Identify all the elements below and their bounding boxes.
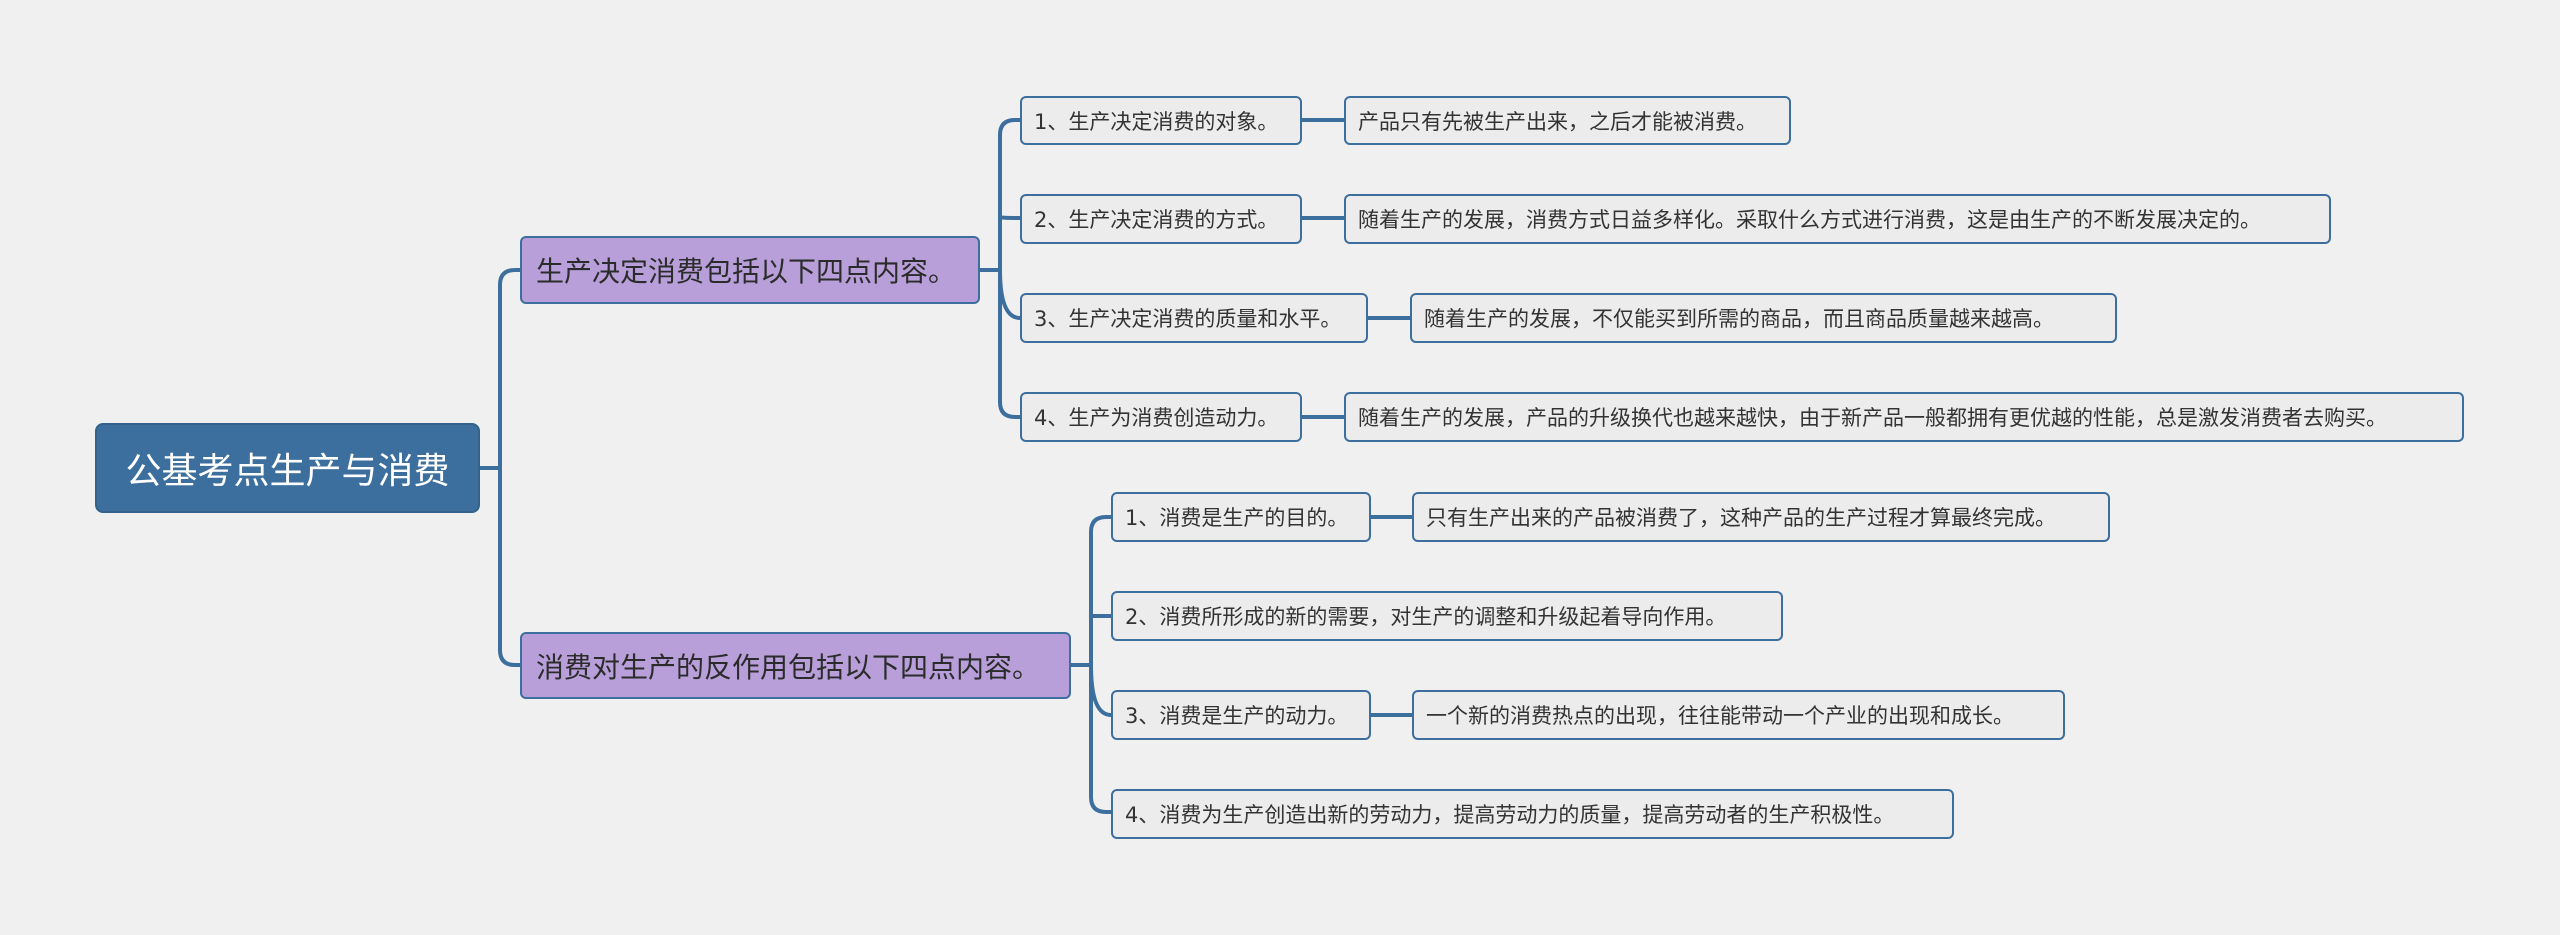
connector-branch-1-children	[980, 118, 1021, 419]
detail-production-1[interactable]: 产品只有先被生产出来，之后才能被消费。	[1344, 96, 1791, 145]
subtopic-consumption-1[interactable]: 1、消费是生产的目的。	[1111, 492, 1371, 542]
connector-branch-2-children	[1071, 515, 1112, 814]
subtopic-consumption-3[interactable]: 3、消费是生产的动力。	[1111, 690, 1371, 740]
subtopic-consumption-4[interactable]: 4、消费为生产创造出新的劳动力，提高劳动力的质量，提高劳动者的生产积极性。	[1111, 789, 1954, 839]
connector-root-to-branch-2	[480, 466, 520, 667]
detail-production-4[interactable]: 随着生产的发展，产品的升级换代也越来越快，由于新产品一般都拥有更优越的性能，总是…	[1344, 392, 2464, 442]
subtopic-production-2[interactable]: 2、生产决定消费的方式。	[1020, 194, 1302, 244]
detail-consumption-1[interactable]: 只有生产出来的产品被消费了，这种产品的生产过程才算最终完成。	[1412, 492, 2110, 542]
subtopic-production-1[interactable]: 1、生产决定消费的对象。	[1020, 96, 1302, 145]
root-topic[interactable]: 公基考点生产与消费	[95, 423, 480, 513]
connector-root-to-branch-1	[480, 268, 520, 470]
subtopic-consumption-2[interactable]: 2、消费所形成的新的需要，对生产的调整和升级起着导向作用。	[1111, 591, 1783, 641]
detail-production-3[interactable]: 随着生产的发展，不仅能买到所需的商品，而且商品质量越来越高。	[1410, 293, 2117, 343]
subtopic-production-4[interactable]: 4、生产为消费创造动力。	[1020, 392, 1302, 442]
branch-topic-production[interactable]: 生产决定消费包括以下四点内容。	[520, 236, 980, 304]
detail-production-2[interactable]: 随着生产的发展，消费方式日益多样化。采取什么方式进行消费，这是由生产的不断发展决…	[1344, 194, 2331, 244]
branch-topic-consumption[interactable]: 消费对生产的反作用包括以下四点内容。	[520, 632, 1071, 699]
subtopic-production-3[interactable]: 3、生产决定消费的质量和水平。	[1020, 293, 1368, 343]
detail-consumption-3[interactable]: 一个新的消费热点的出现，往往能带动一个产业的出现和成长。	[1412, 690, 2065, 740]
